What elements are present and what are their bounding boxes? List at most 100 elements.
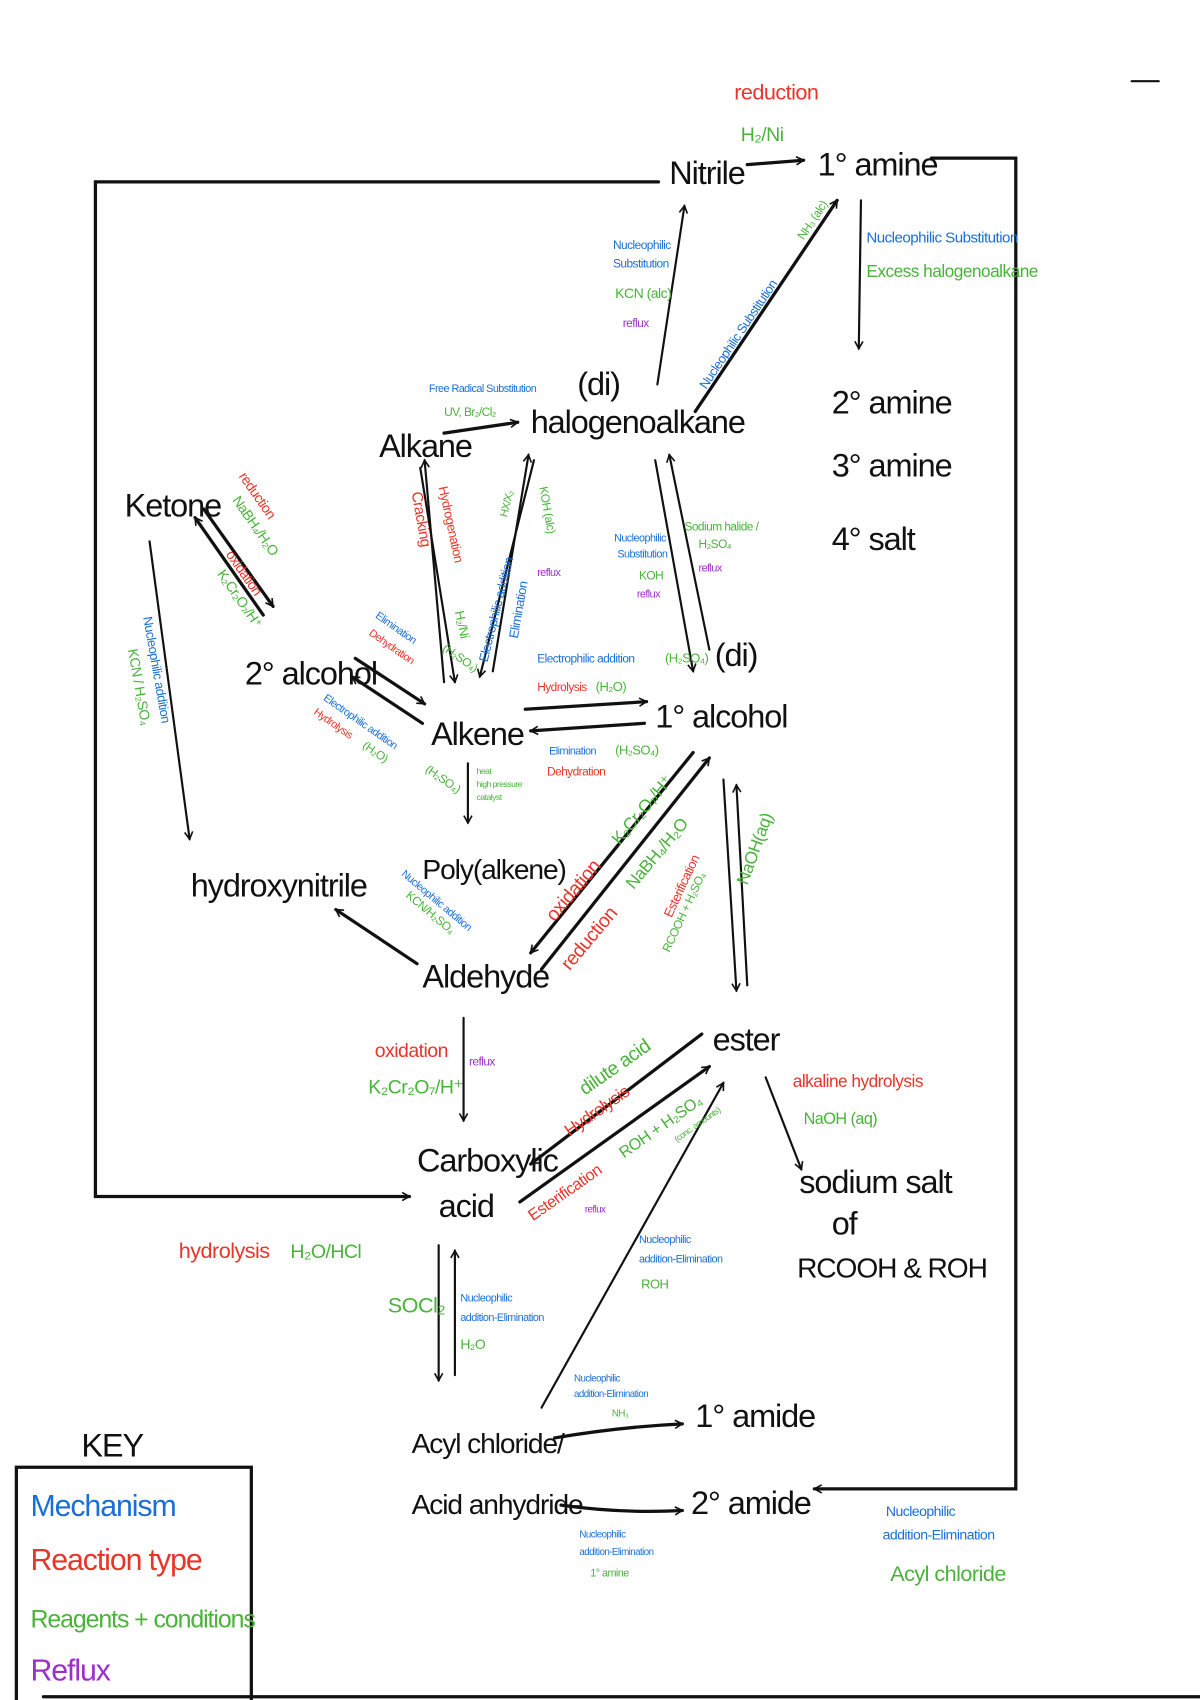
arrow-primary-alcohol-to-alkene [531, 721, 647, 731]
arrow-anhydride-to-secondary-amide [559, 1503, 682, 1511]
annotation-purple-67: reflux [585, 1205, 606, 1216]
annotation-red-19: Hydrogenation [436, 485, 467, 564]
arrow-alkene-to-halo [491, 455, 529, 673]
arrow-halo-to-amine [693, 198, 839, 414]
annotation-red-59: oxidation [375, 1040, 448, 1062]
node-primary-amide: 1° amide [695, 1398, 815, 1434]
arrow-alcohol-to-halo [669, 455, 711, 651]
node-acid-anhydride: Acid anhydride [412, 1489, 583, 1520]
annotation-purple-32: reflux [699, 563, 723, 575]
arrow-aldehyde-to-hydroxynitrile [334, 907, 419, 966]
annotation-blue-40: Electrophilic addition [537, 652, 634, 666]
annotation-blue-10: Free Radical Substitution [429, 383, 537, 395]
arrow-carboxylic-to-ester [518, 1064, 711, 1204]
annotation-purple-25: reflux [537, 567, 561, 579]
arrow-halo-to-nitrile [656, 206, 684, 386]
arrow-aldehyde-to-alcohol [539, 756, 711, 971]
arrow-alkane-to-alkene [419, 466, 455, 682]
annotation-green-60: K₂Cr₂O₇/H⁺ [368, 1077, 463, 1099]
annotation-green-76: H₂O [460, 1336, 486, 1352]
annotation-green-79: NH₃ [612, 1408, 629, 1419]
annotation-green-45: (H₂SO₄) [615, 743, 659, 758]
annotation-blue-74: Nucleophilic [460, 1293, 513, 1305]
arrow-halo-to-alkene [480, 459, 536, 677]
node-ketone: Ketone [125, 487, 221, 523]
annotation-purple-61: reflux [469, 1054, 495, 1068]
node-carboxylic-acid-line2: acid [439, 1188, 494, 1224]
annotation-green-11: UV, Br₂/Cl₂ [444, 405, 497, 419]
annotation-green-28: KOH [639, 568, 663, 582]
reaction-annotations: reductionH₂/NiNucleophilicSubstitutionKC… [125, 80, 1038, 1586]
annotation-green-34: (H₂SO₄) [440, 641, 481, 675]
annotation-green-87: H₂O/HCl [290, 1241, 361, 1263]
annotation-green-48: high pressure [477, 779, 523, 789]
arrow-alkene-to-alkane [425, 460, 446, 684]
node-halogenoalkane: halogenoalkane [531, 404, 745, 440]
arrow-ketone-to-secondary-alcohol [202, 507, 275, 608]
annotation-green-30: Sodium halide / [684, 520, 759, 534]
annotation-green-47: heat [477, 766, 493, 776]
annotation-green-22: HX/X₂ [498, 489, 516, 518]
annotation-red-0: reduction [734, 80, 818, 105]
annotation-blue-3: Substitution [613, 256, 669, 270]
arrow-secondary-alcohol-to-alkene [353, 656, 427, 706]
node-sodium-salt-line3: RCOOH & ROH [797, 1253, 987, 1284]
annotation-blue-81: addition-Elimination [579, 1547, 653, 1558]
arrow-ester-to-carboxylic [529, 1032, 704, 1166]
node-secondary-alcohol: 2° alcohol [245, 655, 377, 691]
annotation-blue-80: Nucleophilic [579, 1530, 626, 1541]
annotation-green-69: NaOH (aq) [804, 1110, 878, 1128]
annotation-blue-83: Nucleophilic [886, 1503, 956, 1519]
node-nitrile: Nitrile [669, 155, 744, 191]
annotation-red-86: hydrolysis [179, 1238, 271, 1263]
node-di-prefix-halo: (di) [577, 366, 620, 402]
node-acyl-chloride: Acyl chloride/ [412, 1428, 565, 1459]
annotation-green-24: KOH (alc) [536, 485, 558, 535]
annotation-red-68: alkaline hydrolysis [793, 1071, 924, 1091]
annotation-green-1: H₂/Ni [741, 124, 784, 146]
annotation-green-82: 1° amine [590, 1568, 629, 1580]
node-carboxylic-acid-line1: Carboxylic [417, 1143, 559, 1179]
annotation-green-85: Acyl chloride [890, 1561, 1006, 1586]
annotation-blue-44: Elimination [549, 746, 596, 758]
node-polyalkene: Poly(alkene) [422, 854, 565, 885]
annotation-blue-70: Nucleophilic [639, 1234, 692, 1246]
annotation-blue-77: Nucleophilic [574, 1374, 621, 1385]
node-tertiary-amine: 3° amine [832, 447, 952, 483]
arrow-ester-to-sodium-salt [764, 1076, 802, 1169]
node-sodium-salt-line1: sodium salt [799, 1164, 952, 1200]
arrow-alkene-to-secondary-alcohol [350, 675, 425, 725]
node-primary-alcohol: 1° alcohol [655, 699, 787, 735]
arrow-alcohol-to-ester [722, 778, 736, 991]
arrow-secondary-alcohol-to-ketone [193, 515, 265, 617]
node-alkene: Alkene [431, 716, 524, 752]
nitrile-to-carboxylic-connector [93, 180, 661, 1197]
node-secondary-amine: 2° amine [832, 385, 952, 421]
arrow-ester-to-alcohol [736, 785, 749, 987]
annotation-green-20: H₂/Ni [452, 609, 473, 640]
annotation-blue-75: addition-Elimination [460, 1312, 544, 1324]
annotation-red-42: Hydrolysis [537, 680, 587, 694]
node-ester: ester [713, 1021, 781, 1057]
arrow-alcohol-to-aldehyde [529, 750, 695, 955]
annotation-blue-23: Elimination [506, 580, 531, 640]
annotation-green-73: SOCl₂ [388, 1292, 446, 1317]
node-primary-amine: 1° amine [818, 146, 938, 182]
arrow-nitrile-to-amine [745, 160, 803, 167]
key-item-reaction-type: Reaction type [30, 1544, 201, 1577]
amine-to-amide-connector [812, 156, 1018, 1489]
arrow-acyl-to-primary-amide [552, 1424, 683, 1440]
node-quaternary-salt: 4° salt [832, 521, 916, 557]
annotation-blue-26: Nucleophilic [614, 532, 667, 544]
annotation-blue-84: addition-Elimination [883, 1527, 995, 1543]
node-alkane: Alkane [379, 428, 472, 464]
key-title: KEY [81, 1427, 143, 1463]
annotation-blue-8: Nucleophilic Substitution [866, 230, 1018, 247]
key-item-mechanism: Mechanism [30, 1490, 175, 1523]
annotation-green-4: KCN (alc) [615, 285, 671, 301]
node-di-prefix-alcohol: (di) [715, 637, 758, 673]
reaction-arrows [148, 160, 861, 1511]
annotation-purple-5: reflux [623, 316, 649, 330]
annotation-red-46: Dehydration [547, 764, 605, 778]
